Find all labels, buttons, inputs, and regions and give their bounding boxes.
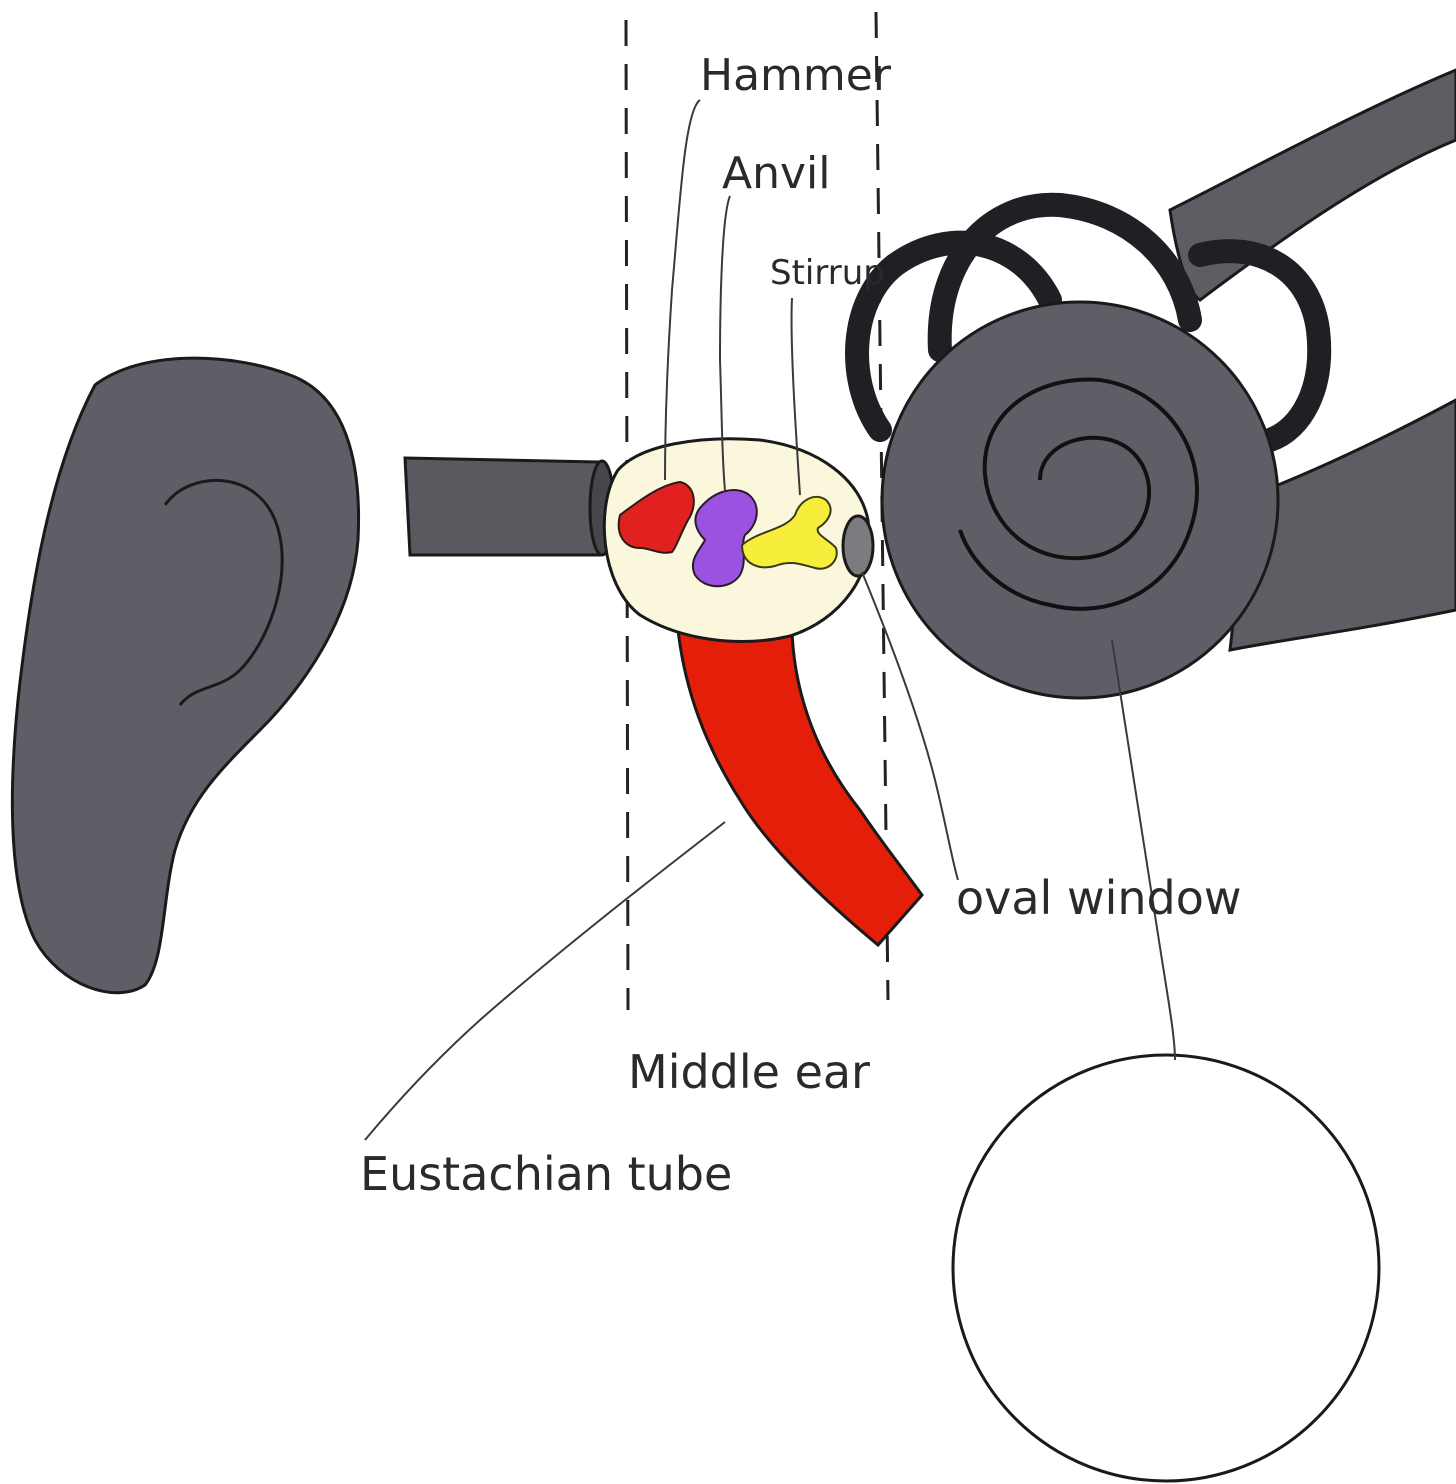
ear-canal [405, 458, 614, 555]
outer-ear [12, 358, 358, 993]
stirrup-label: Stirrup [770, 253, 885, 293]
oval-window [843, 516, 873, 576]
hammer-label: Hammer [700, 50, 892, 101]
eustachian-tube-label: Eustachian tube [360, 1147, 732, 1201]
cochlea-leader [1112, 640, 1175, 1060]
hammer-leader [665, 100, 700, 480]
middle-ear-label: Middle ear [628, 1045, 870, 1099]
cochlea [882, 302, 1278, 698]
empty-label-circle [953, 1055, 1379, 1481]
oval-window-label: oval window [956, 871, 1241, 925]
anvil-label: Anvil [722, 148, 830, 199]
